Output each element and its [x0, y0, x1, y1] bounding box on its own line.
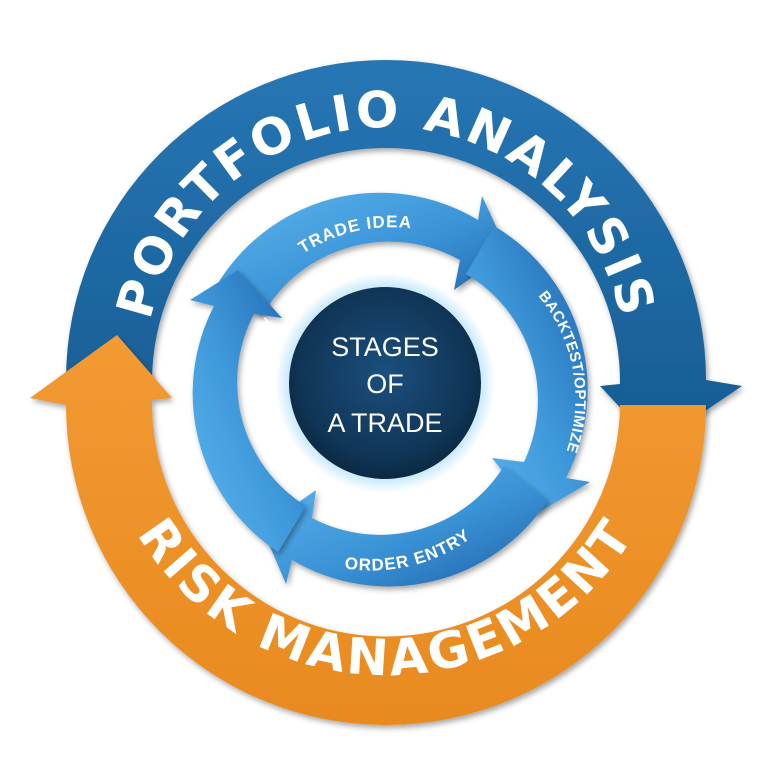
portfolio-analysis-arrow: [66, 60, 742, 445]
order-entry-arrow: [262, 466, 548, 587]
inner-cycle: [190, 192, 590, 587]
backtest-optimize-arrow: [466, 226, 590, 514]
center-circle: STAGES OF A TRADE: [275, 273, 495, 493]
trade-idea-arrow: [214, 192, 508, 316]
center-line-1: STAGES: [331, 332, 439, 362]
center-line-3: A TRADE: [327, 408, 442, 438]
trade-management-arrow: [190, 270, 306, 552]
risk-management-arrow: [30, 335, 706, 725]
center-line-2: OF: [366, 369, 404, 399]
